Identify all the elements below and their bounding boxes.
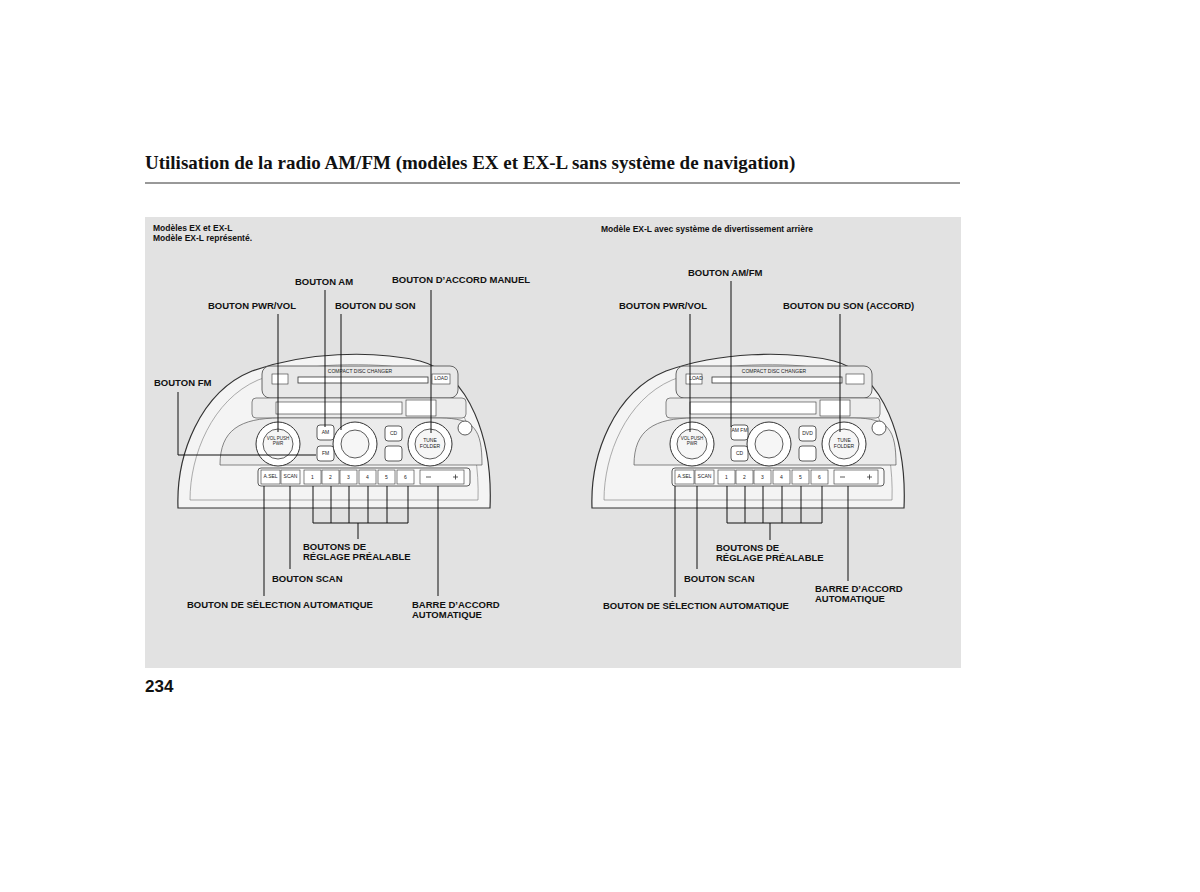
button-legend: FM <box>317 451 334 457</box>
button-legend: A.SEL <box>675 474 694 480</box>
button-legend: A.SEL <box>261 474 280 480</box>
button-legend: 6 <box>397 475 414 481</box>
button-legend: CD <box>731 451 748 457</box>
callout-label: BOUTON SCAN <box>684 574 755 584</box>
callout-label: BOUTON DE SÉLECTION AUTOMATIQUE <box>187 600 373 610</box>
button-legend: 3 <box>754 475 771 481</box>
callout-label: BOUTON PWR/VOL <box>208 301 296 311</box>
button-legend: COMPACT DISC CHANGER <box>714 369 834 375</box>
button-legend: COMPACT DISC CHANGER <box>300 369 420 375</box>
button-legend: 2 <box>322 475 339 481</box>
callout-label: BOUTON FM <box>154 378 211 388</box>
callout-label: BOUTON DU SON <box>335 301 416 311</box>
button-legend: VOL PUSH PWR <box>680 437 704 447</box>
button-legend: 5 <box>792 475 809 481</box>
button-legend: SCAN <box>281 474 300 480</box>
callout-label: BOUTON D’ACCORD MANUEL <box>392 275 530 285</box>
button-legend: 6 <box>811 475 828 481</box>
button-legend: VOL PUSH PWR <box>266 437 290 447</box>
button-legend: TUNE FOLDER <box>418 438 442 449</box>
button-legend: AM FM <box>731 428 748 434</box>
button-legend: 4 <box>359 475 376 481</box>
button-legend: 1 <box>304 475 321 481</box>
button-legend: LOAD <box>684 376 708 382</box>
page-number: 234 <box>145 678 173 697</box>
button-legend: SCAN <box>695 474 714 480</box>
leader-lines <box>178 281 848 597</box>
radio-left <box>178 354 490 508</box>
title-rule <box>145 183 960 184</box>
button-legend: 3 <box>340 475 357 481</box>
figure-panel <box>145 217 961 668</box>
page-title: Utilisation de la radio AM/FM (modèles E… <box>145 153 795 174</box>
callout-label: BARRE D’ACCORD AUTOMATIQUE <box>815 584 915 605</box>
callout-label: BOUTON DU SON (ACCORD) <box>783 301 914 311</box>
button-legend: 4 <box>773 475 790 481</box>
callout-label: BARRE D’ACCORD AUTOMATIQUE <box>412 600 512 621</box>
figure-caption: Modèle EX-L représenté. <box>153 234 252 243</box>
button-legend: TUNE FOLDER <box>832 438 856 449</box>
button-legend: 2 <box>736 475 753 481</box>
callout-label: BOUTON AM <box>295 277 353 287</box>
radio-right <box>592 354 904 508</box>
callout-label: BOUTON PWR/VOL <box>619 301 707 311</box>
button-legend: CD <box>385 431 402 437</box>
figure-caption: Modèles EX et EX-L <box>153 224 232 233</box>
button-legend: LOAD <box>429 376 453 382</box>
callout-label: BOUTON DE SÉLECTION AUTOMATIQUE <box>603 601 789 611</box>
callout-label: BOUTON AM/FM <box>688 268 762 278</box>
callout-label: BOUTON SCAN <box>272 574 343 584</box>
callout-label: BOUTONS DE RÉGLAGE PRÉALABLE <box>716 543 828 564</box>
button-legend: 5 <box>378 475 395 481</box>
button-legend: 1 <box>718 475 735 481</box>
button-legend: DVD <box>799 431 816 437</box>
callout-label: BOUTONS DE RÉGLAGE PRÉALABLE <box>303 542 415 563</box>
figure-caption: Modèle EX-L avec système de divertisseme… <box>601 225 813 234</box>
button-legend: AM <box>317 430 334 436</box>
